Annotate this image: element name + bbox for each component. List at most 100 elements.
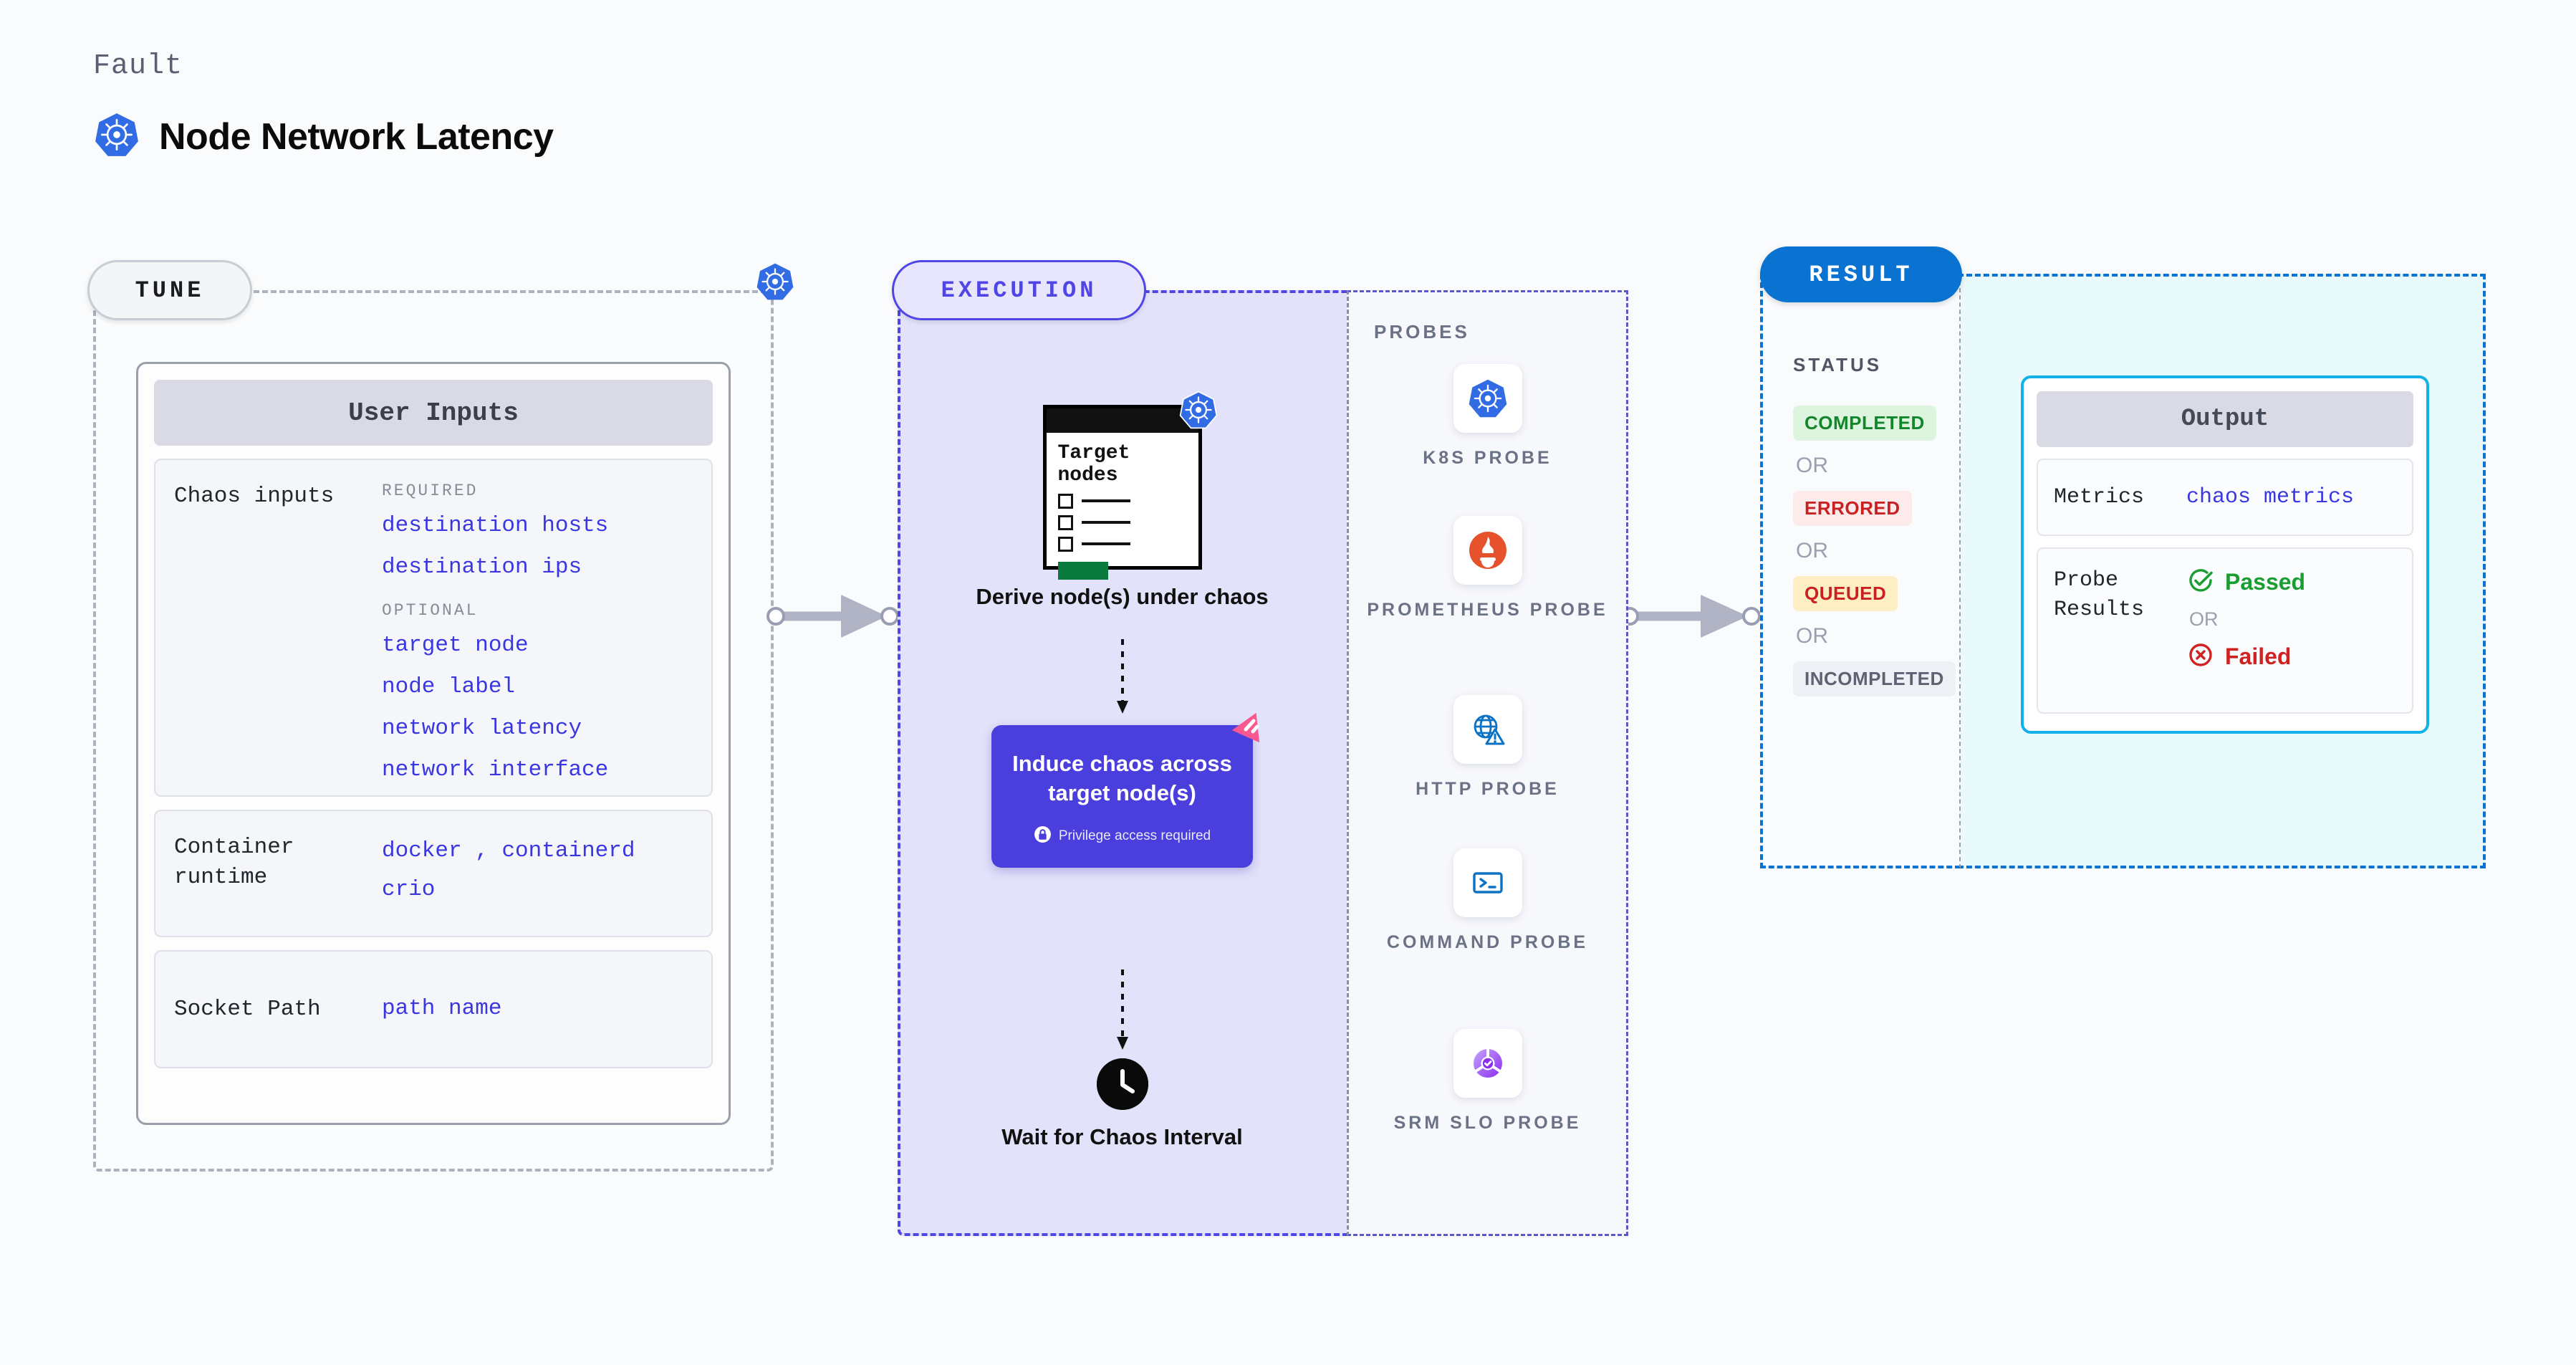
- status-column: STATUS COMPLETED OR ERRORED OR QUEUED OR…: [1760, 274, 1961, 868]
- connector-tune-execution: [766, 582, 910, 654]
- input-network-interface[interactable]: network interface: [382, 757, 609, 783]
- status-or-2: OR: [1796, 539, 1828, 562]
- status-or-1: OR: [1796, 454, 1828, 477]
- execution-tag: EXECUTION: [892, 260, 1146, 320]
- output-region: Output Metrics chaos metrics Probe Resul…: [1958, 274, 2486, 868]
- chaos-inputs-row: Chaos inputs REQUIRED destination hosts …: [154, 459, 713, 797]
- page-title: Node Network Latency: [159, 115, 554, 158]
- required-group-title: REQUIRED: [382, 482, 479, 500]
- probe-results-row: Probe Results Passed OR: [2037, 547, 2413, 714]
- user-inputs-card: User Inputs Chaos inputs REQUIRED destin…: [136, 362, 731, 1125]
- x-circle-icon: [2186, 641, 2215, 673]
- derive-nodes-caption: Derive node(s) under chaos: [976, 584, 1269, 609]
- privilege-note: Privilege access required: [1006, 825, 1239, 848]
- lock-icon: [1034, 825, 1052, 848]
- probes-label: PROBES: [1374, 321, 1470, 343]
- page-header: Fault Node Network Latency: [93, 50, 554, 162]
- checklist-item: [1057, 536, 1198, 552]
- socket-path-label: Socket Path: [174, 996, 321, 1022]
- status-label: STATUS: [1793, 354, 1883, 375]
- probe-result-passed: Passed: [2186, 566, 2305, 598]
- runtime-docker[interactable]: docker: [382, 838, 462, 863]
- optional-group-title: OPTIONAL: [382, 600, 479, 620]
- checkbox-icon: [1057, 514, 1073, 530]
- srm-slo-icon: [1453, 1029, 1522, 1098]
- probe-prometheus[interactable]: PROMETHEUS PROBE: [1349, 516, 1626, 623]
- probe-http-label: HTTP PROBE: [1416, 779, 1559, 799]
- probe-command-label: COMMAND PROBE: [1386, 932, 1589, 952]
- probe-srm-slo[interactable]: SRM SLO PROBE: [1349, 1029, 1626, 1136]
- tune-tag: TUNE: [87, 260, 252, 320]
- line-placeholder: [1081, 542, 1130, 546]
- runtime-containerd[interactable]: containerd: [501, 838, 635, 863]
- line-placeholder: [1081, 521, 1130, 525]
- check-circle-icon: [2186, 566, 2215, 598]
- probe-result-failed: Failed: [2186, 641, 2305, 673]
- wait-interval-caption: Wait for Chaos Interval: [1001, 1124, 1243, 1149]
- metrics-row: Metrics chaos metrics: [2037, 459, 2413, 536]
- input-node-label[interactable]: node label: [382, 674, 516, 699]
- checklist-item: [1057, 493, 1198, 509]
- flow-node-derive-nodes: Target nodes Derive node(: [898, 391, 1347, 611]
- runtime-crio[interactable]: crio: [382, 877, 436, 903]
- kubernetes-icon: [1178, 390, 1219, 434]
- status-badge-queued: QUEUED: [1793, 576, 1898, 611]
- flow-arrow-1: [1114, 639, 1131, 722]
- clock-icon: [1096, 1058, 1148, 1110]
- status-badge-completed: COMPLETED: [1793, 406, 1936, 441]
- result-panel: Output Metrics chaos metrics Probe Resul…: [1760, 246, 2486, 868]
- eyebrow-label: Fault: [93, 50, 183, 82]
- probe-command[interactable]: COMMAND PROBE: [1349, 848, 1626, 955]
- execution-panel: EXECUTION Target nodes: [892, 260, 1628, 1236]
- runtime-separator: ,: [475, 838, 489, 863]
- litmus-icon: [1231, 708, 1269, 749]
- privilege-note-text: Privilege access required: [1058, 828, 1211, 844]
- prometheus-icon: [1453, 516, 1522, 585]
- checklist-item: [1057, 514, 1198, 530]
- tune-panel: TUNE User Inputs Chaos inputs REQUIRED d…: [87, 260, 794, 1172]
- line-placeholder: [1081, 499, 1130, 503]
- flow-node-induce-chaos: Induce chaos across target node(s) Privi…: [898, 712, 1347, 868]
- checkbox-icon: [1057, 493, 1073, 509]
- kubernetes-icon: [93, 111, 140, 162]
- input-destination-hosts[interactable]: destination hosts: [382, 513, 609, 538]
- failed-label: Failed: [2225, 643, 2292, 669]
- input-destination-ips[interactable]: destination ips: [382, 555, 582, 580]
- output-or-text: OR: [2189, 608, 2219, 630]
- status-list: COMPLETED OR ERRORED OR QUEUED OR INCOMP…: [1793, 406, 1956, 696]
- socket-path-row: Socket Path path name: [154, 950, 713, 1068]
- passed-label: Passed: [2225, 569, 2306, 595]
- container-runtime-row: Container runtime docker , containerd cr…: [154, 810, 713, 937]
- input-target-node[interactable]: target node: [382, 632, 529, 658]
- output-title: Output: [2037, 391, 2413, 447]
- status-or-3: OR: [1796, 624, 1828, 648]
- metrics-value[interactable]: chaos metrics: [2186, 485, 2355, 509]
- probe-k8s[interactable]: K8S PROBE: [1349, 364, 1626, 471]
- checkbox-icon: [1057, 536, 1073, 552]
- probes-column: PROBES K8S PROBE: [1347, 290, 1628, 1236]
- status-badge-errored: ERRORED: [1793, 491, 1912, 526]
- input-network-latency[interactable]: network latency: [382, 716, 582, 742]
- target-nodes-title: Target nodes: [1057, 442, 1130, 487]
- flow-node-wait-interval: Wait for Chaos Interval: [898, 1058, 1347, 1151]
- chaos-inputs-label: Chaos inputs: [174, 484, 335, 509]
- green-status-bar: [1057, 561, 1108, 580]
- execution-flow: Target nodes Derive node(: [898, 290, 1347, 1236]
- probe-srm-slo-label: SRM SLO PROBE: [1393, 1113, 1582, 1133]
- kubernetes-icon: [755, 262, 795, 305]
- induce-chaos-box[interactable]: Induce chaos across target node(s) Privi…: [991, 712, 1260, 868]
- probe-prometheus-label: PROMETHEUS PROBE: [1367, 600, 1608, 620]
- socket-path-value[interactable]: path name: [382, 996, 502, 1022]
- kubernetes-icon: [1453, 364, 1522, 433]
- user-inputs-title: User Inputs: [154, 380, 713, 446]
- induce-chaos-caption: Induce chaos across target node(s): [1012, 751, 1232, 805]
- status-badge-incompleted: INCOMPLETED: [1793, 661, 1956, 696]
- card-titlebar: [1046, 408, 1198, 433]
- terminal-icon: [1453, 848, 1522, 917]
- metrics-label: Metrics: [2054, 484, 2145, 509]
- result-tag: RESULT: [1760, 246, 1962, 302]
- probe-results-label: Probe Results: [2054, 568, 2145, 622]
- probe-http[interactable]: HTTP PROBE: [1349, 695, 1626, 802]
- connector-execution-result: [1620, 582, 1771, 654]
- output-card: Output Metrics chaos metrics Probe Resul…: [2021, 375, 2429, 734]
